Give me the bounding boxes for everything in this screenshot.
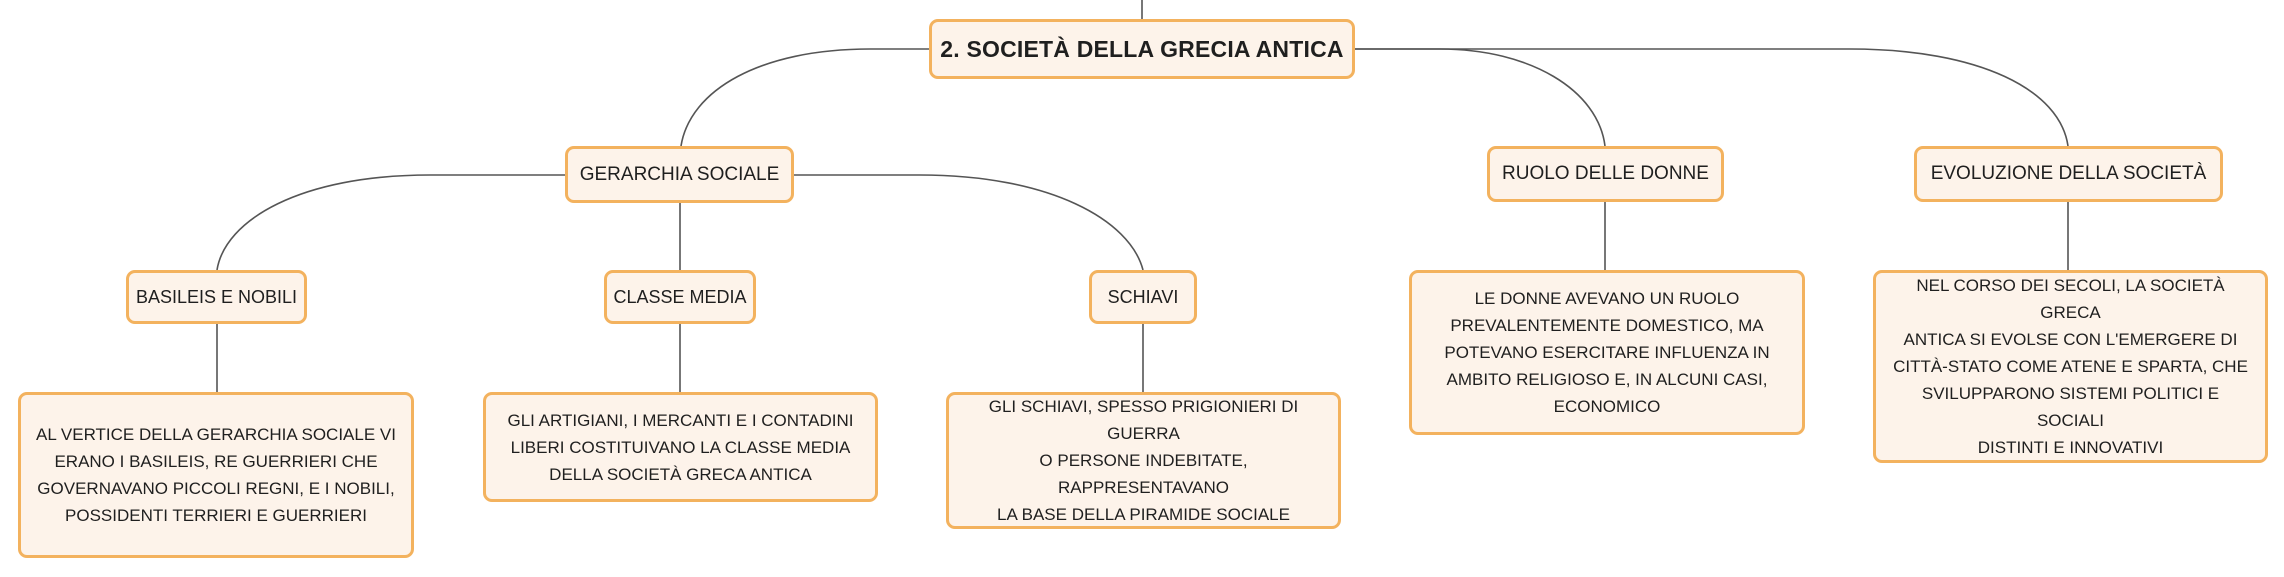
root-topic-label: 2. SOCIETÀ DELLA GRECIA ANTICA: [940, 35, 1344, 62]
topic-schiavi[interactable]: SCHIAVI: [1089, 270, 1197, 324]
detail-schiavi[interactable]: GLI SCHIAVI, SPESSO PRIGIONIERI DI GUERR…: [946, 392, 1341, 529]
detail-classe-media[interactable]: GLI ARTIGIANI, I MERCANTI E I CONTADINI …: [483, 392, 878, 502]
topic-label: EVOLUZIONE DELLA SOCIETÀ: [1930, 163, 2207, 184]
topic-evoluzione-della-societa[interactable]: EVOLUZIONE DELLA SOCIETÀ: [1914, 146, 2223, 202]
connector-gerarchia-basileis: [216, 174, 565, 271]
connector-gerarchia-schiavi: [794, 174, 1144, 271]
detail-text: LE DONNE AVEVANO UN RUOLO PREVALENTEMENT…: [1444, 289, 1770, 416]
topic-label: GERARCHIA SOCIALE: [579, 163, 780, 185]
connector-root-evoluzione: [1355, 48, 2069, 147]
detail-text: GLI ARTIGIANI, I MERCANTI E I CONTADINI …: [507, 410, 854, 484]
topic-label: BASILEIS E NOBILI: [135, 286, 298, 307]
topic-label: RUOLO DELLE DONNE: [1502, 163, 1709, 184]
connector-root-donne: [1355, 48, 1606, 147]
root-topic[interactable]: 2. SOCIETÀ DELLA GRECIA ANTICA: [929, 19, 1355, 79]
detail-text: GLI SCHIAVI, SPESSO PRIGIONIERI DI GUERR…: [988, 397, 1299, 524]
topic-classe-media[interactable]: CLASSE MEDIA: [604, 270, 756, 324]
topic-basileis-e-nobili[interactable]: BASILEIS E NOBILI: [126, 270, 307, 324]
topic-ruolo-delle-donne[interactable]: RUOLO DELLE DONNE: [1487, 146, 1724, 202]
detail-basileis-e-nobili[interactable]: AL VERTICE DELLA GERARCHIA SOCIALE VI ER…: [18, 392, 414, 558]
detail-ruolo-delle-donne[interactable]: LE DONNE AVEVANO UN RUOLO PREVALENTEMENT…: [1409, 270, 1805, 435]
detail-evoluzione-della-societa[interactable]: NEL CORSO DEI SECOLI, LA SOCIETÀ GRECA A…: [1873, 270, 2268, 463]
topic-gerarchia-sociale[interactable]: GERARCHIA SOCIALE: [565, 146, 794, 203]
topic-label: CLASSE MEDIA: [613, 286, 747, 307]
topic-label: SCHIAVI: [1107, 286, 1179, 307]
connector-root-gerarchia: [680, 48, 929, 147]
detail-text: NEL CORSO DEI SECOLI, LA SOCIETÀ GRECA A…: [1893, 276, 2248, 457]
detail-text: AL VERTICE DELLA GERARCHIA SOCIALE VI ER…: [36, 425, 396, 525]
